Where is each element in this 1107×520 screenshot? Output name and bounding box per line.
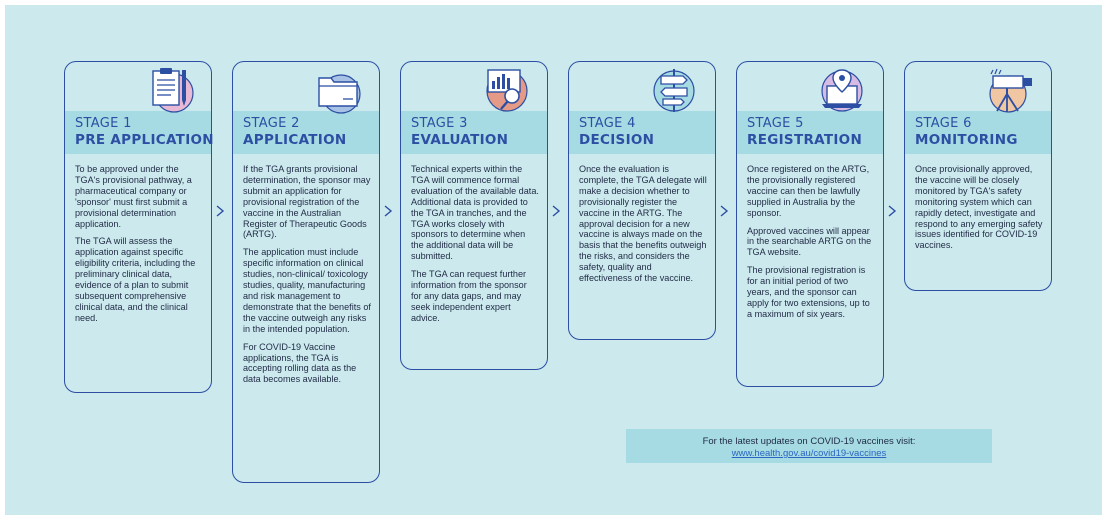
chevron-right-icon — [718, 205, 730, 217]
laptop-pin-icon — [817, 66, 867, 114]
updates-text: For the latest updates on COVID-19 vacci… — [702, 436, 916, 447]
updates-link[interactable]: www.health.gov.au/covid19-vaccines — [731, 448, 887, 459]
chevron-right-icon — [550, 205, 562, 217]
stage-paragraph: The TGA can request further information … — [411, 269, 527, 323]
stage-card-2: STAGE 2 APPLICATION If the TGA grants pr… — [232, 61, 380, 483]
signpost-icon — [649, 66, 699, 114]
stage-title: DECISION — [579, 132, 655, 148]
stage-card-1: STAGE 1 PRE APPLICATION To be approved u… — [64, 61, 214, 393]
stage-title: PRE APPLICATION — [75, 132, 214, 148]
stage-title: MONITORING — [915, 132, 1018, 148]
stage-paragraph: If the TGA grants provisional determinat… — [243, 164, 371, 240]
magnifier-chart-icon — [481, 66, 531, 114]
stage-card-3: STAGE 3 EVALUATION Technical experts wit… — [400, 61, 548, 370]
stage-paragraph: The provisional registration is for an i… — [747, 265, 870, 319]
stage-title: APPLICATION — [243, 132, 347, 148]
stage-description: If the TGA grants provisional determinat… — [243, 164, 371, 392]
stage-title: EVALUATION — [411, 132, 509, 148]
stage-description: Once the evaluation is complete, the TGA… — [579, 164, 707, 291]
stage-paragraph: Technical experts within the TGA will co… — [411, 164, 539, 262]
stage-paragraph: Approved vaccines will appear in the sea… — [747, 225, 872, 258]
stage-paragraph: Once registered on the ARTG, the provisi… — [747, 164, 870, 218]
clipboard-icon — [145, 66, 195, 114]
stage-header-band — [65, 111, 211, 154]
stage-description: Once registered on the ARTG, the provisi… — [747, 164, 875, 327]
stage-card-4: STAGE 4 DECISION Once the evaluation is … — [568, 61, 716, 340]
camera-tripod-icon — [985, 66, 1035, 114]
chevron-right-icon — [886, 205, 898, 217]
stage-paragraph: To be approved under the TGA's provision… — [75, 164, 192, 229]
stage-header-band — [905, 111, 1051, 154]
stage-number: STAGE 4 — [579, 116, 636, 131]
folder-icon — [313, 66, 363, 114]
stage-number: STAGE 6 — [915, 116, 972, 131]
process-diagram: STAGE 1 PRE APPLICATION To be approved u… — [5, 5, 1102, 515]
stage-description: To be approved under the TGA's provision… — [75, 164, 203, 331]
stage-header-band — [401, 111, 547, 154]
stage-paragraph: Once provisionally approved, the vaccine… — [915, 164, 1043, 251]
stage-card-6: STAGE 6 MONITORING Once provisionally ap… — [904, 61, 1052, 291]
stage-number: STAGE 1 — [75, 116, 132, 131]
stage-description: Once provisionally approved, the vaccine… — [915, 164, 1043, 258]
stage-card-5: STAGE 5 REGISTRATION Once registered on … — [736, 61, 884, 387]
stage-paragraph: The TGA will assess the application agai… — [75, 236, 196, 323]
stage-header-band — [233, 111, 379, 154]
stage-number: STAGE 5 — [747, 116, 804, 131]
stage-paragraph: Once the evaluation is complete, the TGA… — [579, 164, 707, 284]
stage-paragraph: The application must include specific in… — [243, 247, 371, 334]
stage-number: STAGE 2 — [243, 116, 300, 131]
stage-paragraph: For COVID-19 Vaccine applications, the T… — [243, 341, 357, 385]
stage-title: REGISTRATION — [747, 132, 863, 148]
chevron-right-icon — [382, 205, 394, 217]
stage-header-band — [737, 111, 883, 154]
stage-header-band — [569, 111, 715, 154]
stage-description: Technical experts within the TGA will co… — [411, 164, 539, 331]
chevron-right-icon — [214, 205, 226, 217]
updates-callout: For the latest updates on COVID-19 vacci… — [626, 429, 992, 463]
stage-number: STAGE 3 — [411, 116, 468, 131]
